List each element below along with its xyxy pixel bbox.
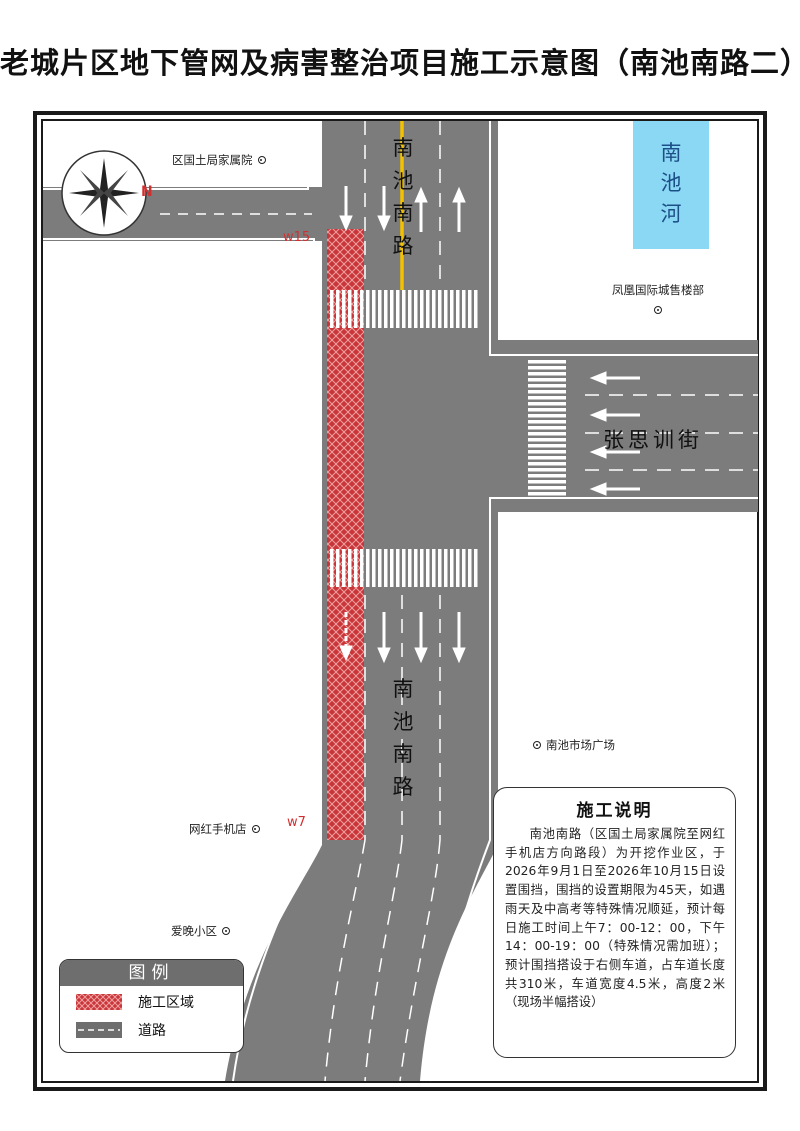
- road-name-char: 池: [392, 709, 414, 734]
- crosswalk-east: [528, 358, 566, 496]
- road-name-north: 南 池 南 路: [390, 132, 416, 262]
- road-swatch-icon: [76, 1022, 122, 1038]
- road-name-char: 池: [392, 168, 414, 193]
- legend-label: 施工区域: [138, 995, 194, 1011]
- river-name: 南 池 河: [633, 138, 709, 229]
- legend-title: 图例: [60, 960, 243, 986]
- marker-w7: w7: [287, 815, 306, 830]
- location-dot-icon: [257, 156, 266, 164]
- poi-label: 凤凰国际城售楼部: [612, 283, 704, 297]
- poi-aiwan: 爱晚小区: [171, 923, 230, 939]
- map-outer-frame: [33, 111, 767, 1091]
- map-inner-frame: [41, 119, 759, 1083]
- location-dot-icon: [654, 306, 662, 314]
- poi-label: 爱晚小区: [171, 924, 217, 938]
- road-name-char: 路: [392, 774, 414, 799]
- notes-body: 南池南路（区国土局家属院至网红手机店方向路段）为开挖作业区，于2026年9月1日…: [505, 827, 725, 1010]
- poi-label: 区国土局家属院: [172, 153, 253, 167]
- road-name-char: 南: [392, 201, 414, 226]
- poi-label: 网红手机店: [189, 822, 247, 836]
- river-name-char: 南: [660, 141, 682, 165]
- poi-market: 南池市场广场: [533, 737, 615, 753]
- legend-item-road: 道路: [60, 1018, 243, 1042]
- compass-north-label: N: [141, 184, 153, 200]
- legend-item-construction: 施工区域: [60, 990, 243, 1014]
- poi-fenghuang: 凤凰国际城售楼部: [612, 282, 704, 314]
- road-name-char: 南: [392, 136, 414, 160]
- page-title: 老城片区地下管网及病害整治项目施工示意图（南池南路二）: [0, 46, 800, 80]
- legend-panel: 图例 施工区域 道路: [59, 959, 244, 1053]
- location-dot-icon: [251, 825, 260, 833]
- construction-swatch-icon: [76, 994, 122, 1010]
- river: [633, 121, 709, 249]
- lane-arrows-south: [339, 612, 466, 664]
- road-name-south: 南 池 南 路: [390, 673, 416, 803]
- poi-phone-shop: 网红手机店: [189, 821, 260, 837]
- poi-label: 南池市场广场: [546, 738, 615, 752]
- legend-label: 道路: [138, 1023, 166, 1039]
- river-name-char: 河: [660, 201, 682, 226]
- lane-arrows-north: [339, 186, 466, 232]
- marker-w15: w15: [283, 230, 311, 245]
- road-name-char: 路: [392, 233, 414, 258]
- lane-arrows-east: [589, 371, 640, 496]
- location-dot-icon: [533, 741, 541, 749]
- cross-street-name: 张思训街: [603, 428, 703, 452]
- location-dot-icon: [222, 927, 230, 935]
- river-name-char: 池: [660, 171, 682, 196]
- construction-notes-panel: 施工说明 南池南路（区国土局家属院至网红手机店方向路段）为开挖作业区，于2026…: [493, 787, 736, 1058]
- road-name-char: 南: [392, 742, 414, 767]
- construction-zone: [327, 229, 364, 840]
- poi-guotu: 区国土局家属院: [172, 152, 266, 168]
- notes-title: 施工说明: [576, 801, 653, 821]
- road-name-char: 南: [392, 677, 414, 701]
- compass-rose-icon: [61, 150, 147, 236]
